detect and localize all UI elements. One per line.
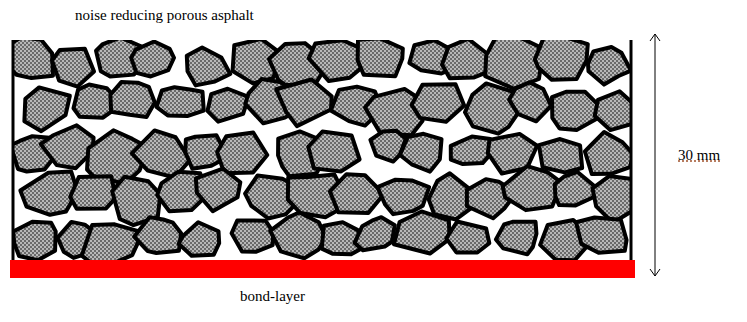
stone — [70, 176, 116, 208]
bond-layer-bar — [10, 260, 635, 278]
stone — [451, 137, 491, 165]
diagram-title: noise reducing porous asphalt — [75, 6, 254, 24]
stone — [412, 84, 465, 121]
stone — [355, 217, 395, 250]
stone — [585, 132, 632, 174]
stone — [503, 166, 562, 210]
stone — [394, 211, 450, 253]
stone — [52, 49, 94, 87]
stone — [485, 40, 541, 89]
stone — [187, 48, 231, 86]
stone — [588, 47, 631, 85]
layer-edge — [630, 40, 633, 262]
stone — [400, 134, 442, 172]
stone — [156, 87, 203, 116]
stone — [179, 222, 219, 255]
dimension-label: 30 mm — [678, 146, 720, 164]
stone — [134, 217, 181, 253]
stone — [276, 80, 332, 127]
layer-edge — [12, 40, 15, 262]
stone — [308, 132, 359, 172]
stone — [232, 220, 274, 251]
stone — [576, 218, 626, 253]
stone — [12, 40, 53, 78]
stone — [196, 169, 240, 212]
stone — [496, 222, 537, 255]
stone — [24, 87, 69, 131]
stone — [555, 172, 597, 205]
stone — [509, 82, 551, 121]
stone — [535, 40, 588, 80]
stone — [465, 83, 518, 133]
stone — [539, 139, 582, 172]
stone — [595, 91, 632, 130]
stone — [131, 42, 174, 77]
stone — [446, 222, 489, 253]
stone — [13, 222, 55, 261]
stone — [20, 172, 77, 215]
stone — [217, 132, 267, 173]
stone — [270, 212, 326, 258]
aggregate-stones — [12, 40, 632, 262]
stone — [358, 40, 403, 76]
layer-label: bond-layer — [240, 287, 305, 305]
stone — [592, 176, 632, 223]
dimension-arrow — [650, 34, 660, 276]
stone — [330, 174, 384, 213]
stone — [552, 92, 600, 130]
stone — [82, 224, 143, 262]
stone — [110, 82, 154, 117]
stone — [207, 89, 248, 122]
stone — [377, 180, 429, 214]
